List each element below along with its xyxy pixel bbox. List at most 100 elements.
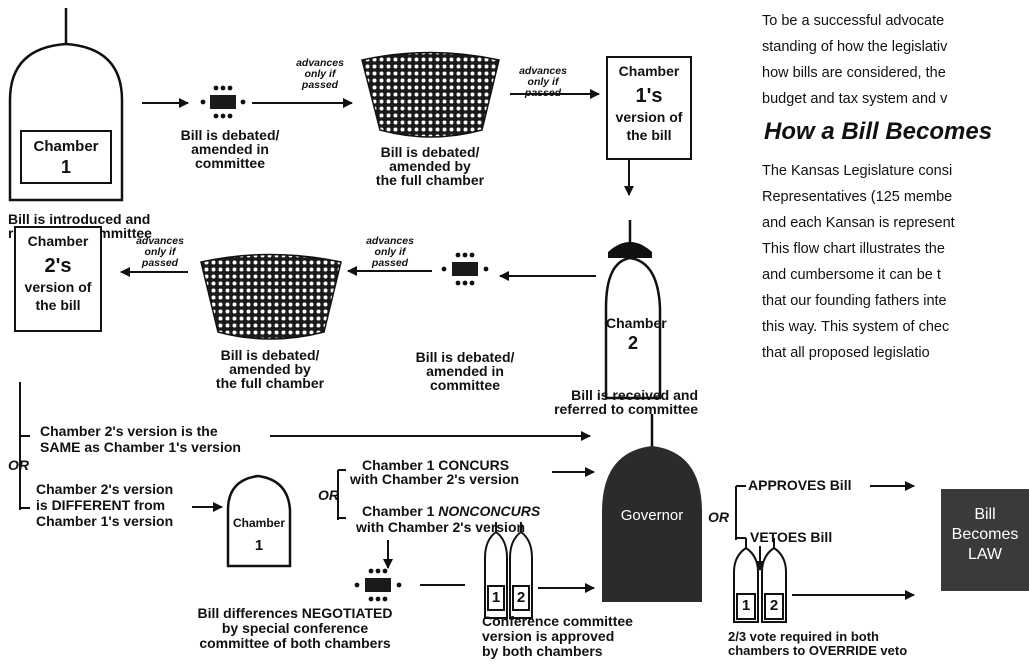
committee-2-caption: amended in [426,363,504,379]
committee-icon [200,85,246,119]
full-chamber-icon [200,253,342,340]
concur-or: OR [318,487,339,503]
nonconcurs-text: with Chamber 2's version [356,519,526,535]
committee-1-caption: committee [194,155,266,171]
approves-text: APPROVES Bill [748,477,852,493]
conference-caption: Conference committee [482,613,633,629]
full-chamber-2-caption: amended by [229,361,311,377]
chamber-2-caption: referred to committee [554,401,698,417]
version-line: 1's [635,85,663,107]
intro-line: how bills are considered, the [762,65,946,81]
advances-note: only if [374,246,406,258]
chamber-number: 2 [627,333,638,353]
flow-arrows-row-1 [142,89,634,196]
conference-caption: by both chambers [482,643,603,659]
concurs-text: Chamber 1 CONCURS [362,457,510,473]
branch-bracket [19,382,591,512]
chamber-number: 1 [254,537,264,554]
override-domes-icon [733,538,787,623]
advances-note: only if [527,76,559,88]
chamber-1-version-box: Chamber 1's version of the bill [606,56,692,160]
version-line: version of [615,109,683,125]
chamber-label: Chamber [606,315,667,331]
negotiated-caption: committee of both chambers [199,635,391,651]
nonconcurs-emph: NON [438,503,470,519]
chamber-1-label-box: Chamber 1 [20,130,112,184]
committee-1-caption: amended in [191,141,269,157]
conference-caption: version is approved [482,628,615,644]
nonconcurs-text: Chamber 1 NONCONCURS [362,504,540,519]
chamber-2-caption: Bill is received and [571,387,698,403]
committee-1-caption: Bill is debated/ [180,127,280,143]
branch-same-text: Chamber 2's version is the [40,423,218,439]
version-line: Chamber [618,63,680,79]
concur-bracket [337,467,595,569]
version-line: the bill [35,297,81,313]
branch-different-text: is DIFFERENT from [36,497,166,513]
governor-bracket [735,481,915,571]
chamber-label: Chamber [232,516,285,530]
law-line: LAW [967,546,1003,563]
advances-note: passed [141,257,179,269]
advances-note: passed [371,257,409,269]
concurs-text: with Chamber 2's version [350,471,520,487]
advances-note: advances [136,235,184,247]
advances-note: advances [366,235,414,247]
full-chamber-1-caption: amended by [389,158,471,174]
paragraph-line: that our founding fathers inte [762,293,947,309]
committee-2-caption: Bill is debated/ [415,349,515,365]
chamber-2-dome-icon [604,220,662,400]
advances-note: advances [296,57,344,69]
nonconcurs-suffix: CONCURS [469,503,541,519]
version-line: 2's [44,255,72,277]
negotiated-caption: by special conference [221,620,369,636]
negotiated-caption: Bill differences NEGOTIATED [197,605,393,621]
full-chamber-2-caption: Bill is debated/ [220,347,320,363]
governor-dome-icon [602,414,702,602]
advances-note: only if [304,68,336,80]
paragraph-line: and cumbersome it can be t [762,267,941,283]
advances-note: passed [301,79,339,91]
section-heading: How a Bill Becomes [764,118,993,145]
advances-note: only if [144,246,176,258]
chamber-2-version-box: Chamber 2's version of the bill [14,226,102,332]
governor-or: OR [708,509,729,525]
law-line: Becomes [951,526,1019,543]
governor-label: Governor [620,507,684,524]
committee-icon [354,568,402,602]
override-number: 1 [741,597,751,614]
committee-2-caption: committee [429,377,501,393]
advances-note: advances [519,65,567,77]
version-line: version of [24,279,92,295]
branch-or: OR [8,457,29,473]
intro-lines: To be a successful advocate standing of … [762,8,947,112]
version-line: the bill [626,127,672,143]
chamber-number: 1 [60,157,71,177]
advances-note: passed [524,87,562,99]
full-chamber-1-caption: the full chamber [375,172,485,188]
full-chamber-1-caption: Bill is debated/ [380,144,480,160]
intro-line: standing of how the legislativ [762,39,948,55]
chamber-label: Chamber [33,138,99,155]
paragraph-line: This flow chart illustrates the [762,241,945,257]
branch-different-text: Chamber 1's version [36,513,174,529]
intro-line: budget and tax system and v [762,91,948,107]
full-chamber-icon [361,51,500,138]
branch-different-text: Chamber 2's version [36,481,174,497]
intro-line: To be a successful advocate [762,13,945,29]
paragraph-line: Representatives (125 membe [762,189,953,205]
vetoes-text: VETOES Bill [750,529,833,545]
paragraph-line: and each Kansan is represent [762,215,955,231]
nonconcurs-prefix: Chamber 1 [362,503,439,519]
law-box [941,489,1029,591]
version-line: Chamber [27,233,89,249]
branch-same-text: SAME as Chamber 1's version [40,439,241,455]
paragraph-line: that all proposed legislatio [762,345,930,361]
committee-icon [441,252,489,286]
override-number: 2 [769,597,779,614]
conference-number: 1 [491,589,501,606]
conference-number: 2 [516,589,526,606]
conference-domes-icon [484,522,533,619]
paragraph-line: The Kansas Legislature consi [762,163,953,179]
